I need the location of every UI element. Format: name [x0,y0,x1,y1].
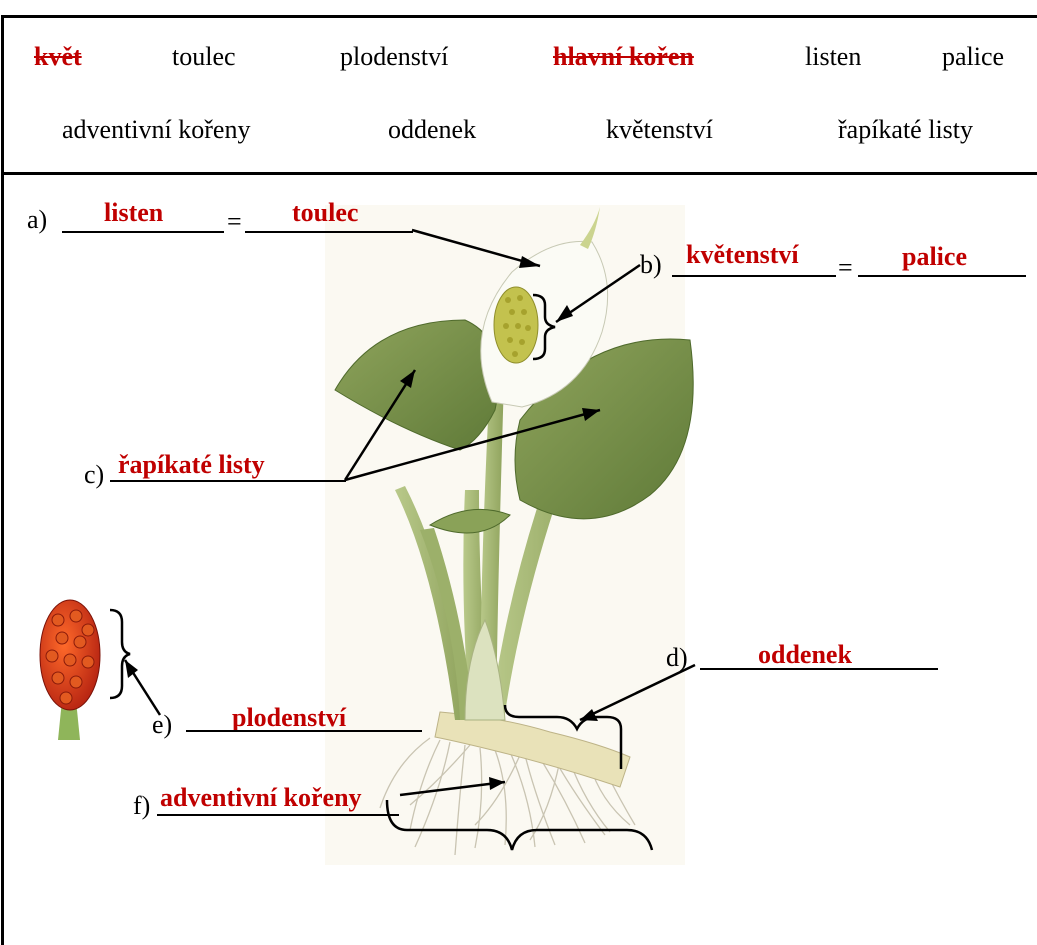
label-d-answer: oddenek [758,640,852,670]
label-e-marker: e) [152,710,172,740]
answer-line [62,231,224,233]
equals-sign: = [838,253,853,283]
label-c-marker: c) [84,460,104,490]
answer-line [186,730,422,732]
label-b-answer2: palice [902,242,967,272]
label-a-marker: a) [27,205,47,235]
label-c-answer: řapíkaté listy [118,450,265,480]
answer-line [858,275,1026,277]
label-f-answer: adventivní kořeny [160,783,362,813]
answer-line [110,480,346,482]
label-a-answer2: toulec [292,198,358,228]
label-b-answer1: květenství [686,240,799,270]
label-f-marker: f) [133,791,150,821]
label-e-answer: plodenství [232,703,346,733]
label-b-marker: b) [640,250,662,280]
answer-line [245,231,413,233]
answer-line [700,668,938,670]
answer-line [157,814,399,816]
answer-line [672,275,836,277]
brace-e [110,610,130,698]
equals-sign: = [227,207,242,237]
label-a-answer1: listen [104,198,163,228]
label-d-marker: d) [666,643,688,673]
